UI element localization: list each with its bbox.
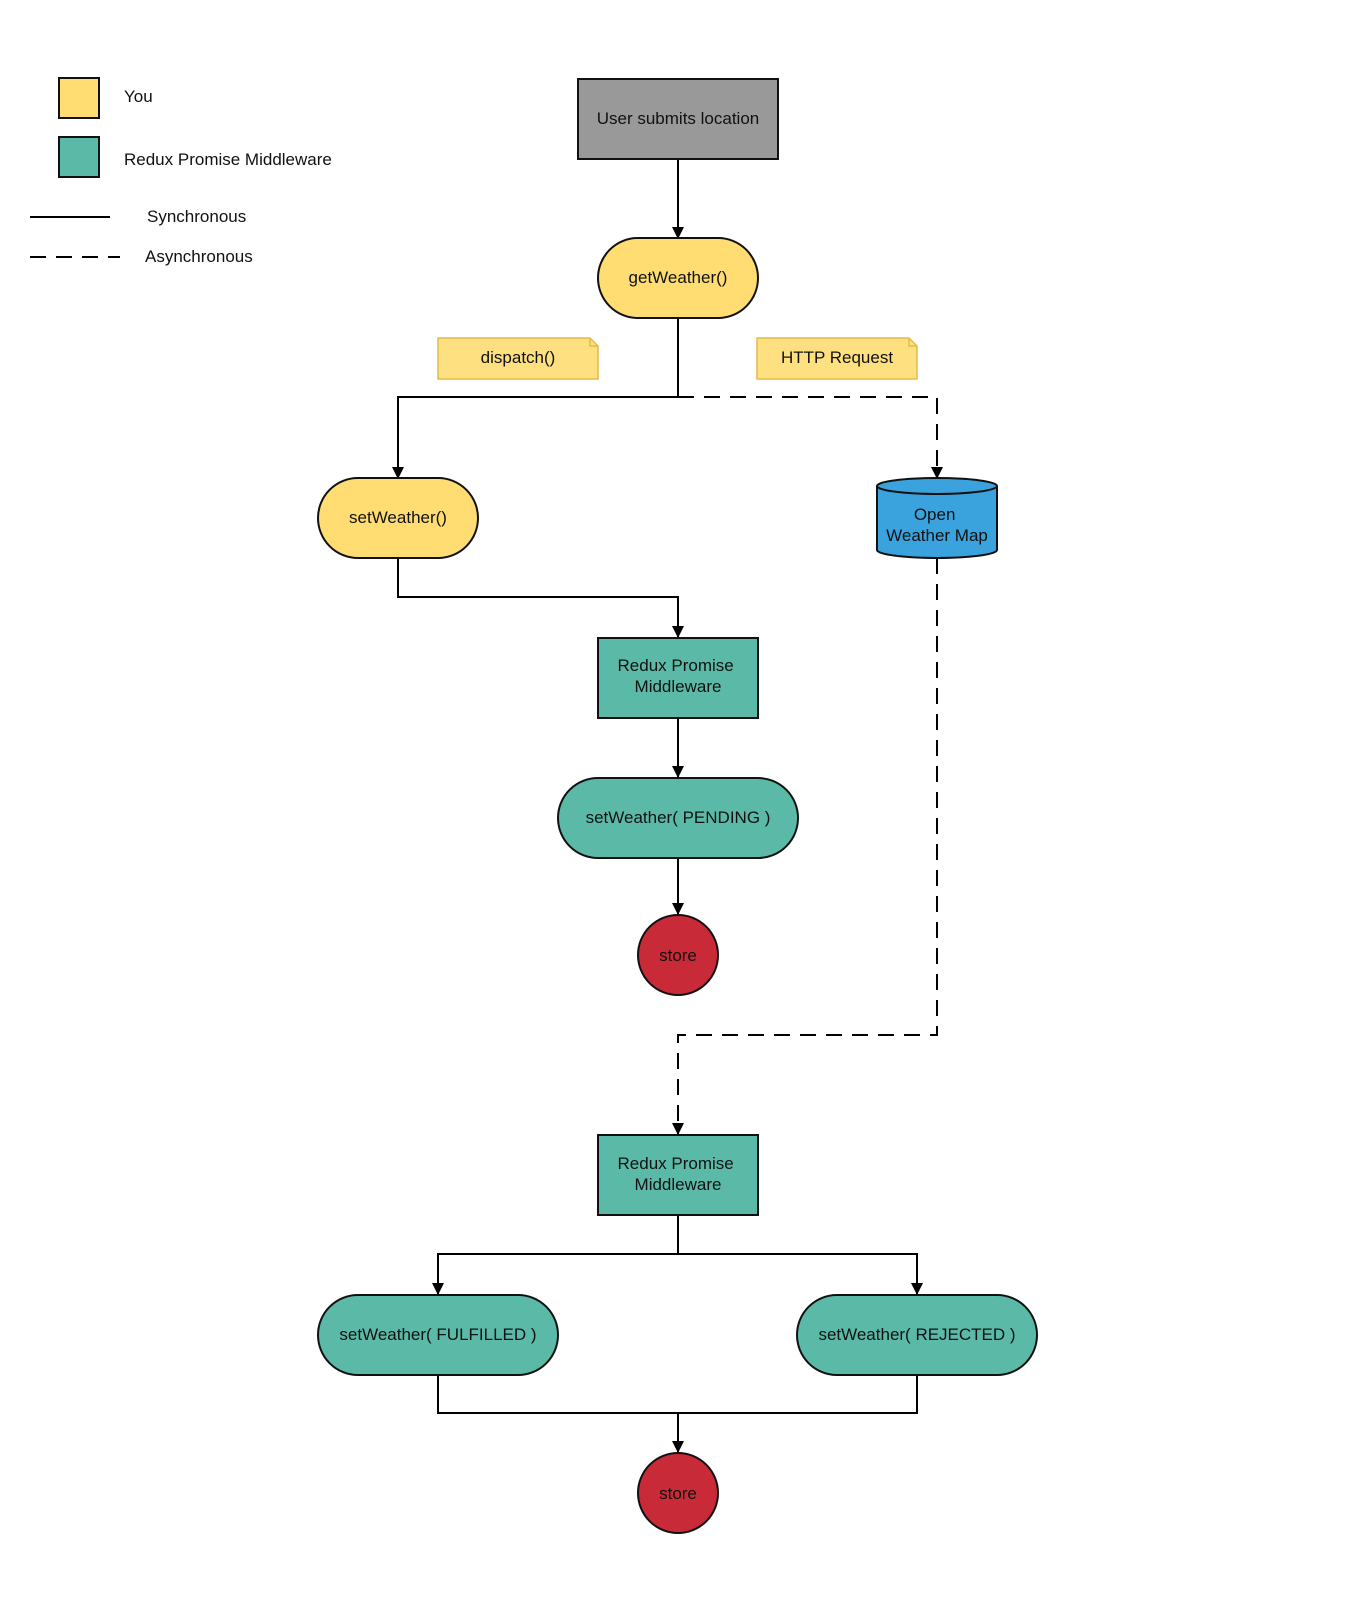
node-user-submits-location: User submits location [577,78,779,160]
node-store-2-label: store [659,1484,697,1503]
legend-middleware-label: Redux Promise Middleware [124,150,332,169]
edge-middleware-2-to-rejected [678,1253,923,1295]
legend-middleware-swatch [58,136,100,178]
node-setweather-rejected-label: setWeather( REJECTED ) [818,1325,1015,1344]
node-open-weather-map-label: Open Weather Map [886,505,988,545]
legend-async-label: Asynchronous [145,247,253,266]
node-getweather: getWeather() [597,237,759,319]
edge-rejected-to-store-2 [678,1374,918,1414]
note-dispatch-label: dispatch() [481,348,556,367]
node-open-weather-map: Open Weather Map [876,477,998,559]
node-setweather-pending: setWeather( PENDING ) [557,777,799,859]
edges [392,159,943,1453]
edge-fulfilled-to-store-2 [437,1374,684,1453]
note-http-request-label: HTTP Request [781,348,893,367]
node-setweather-label: setWeather() [349,508,447,527]
node-getweather-label: getWeather() [629,268,728,287]
node-setweather-pending-label: setWeather( PENDING ) [586,808,771,827]
note-http-request: HTTP Request [756,337,918,380]
node-middleware-2: Redux Promise Middleware [597,1134,759,1216]
node-setweather-fulfilled-label: setWeather( FULFILLED ) [339,1325,536,1344]
node-middleware-1-label: Redux Promise Middleware [618,656,739,696]
legend-sync-label: Synchronous [147,207,246,226]
node-user-submits-location-label: User submits location [597,109,760,128]
edge-middleware-2-to-fulfilled [432,1214,679,1295]
node-setweather-rejected: setWeather( REJECTED ) [796,1294,1038,1376]
note-dispatch: dispatch() [437,337,599,380]
edge-openweathermap-to-middleware-2 [672,558,938,1135]
node-setweather: setWeather() [317,477,479,559]
edge-getweather-to-setweather [392,318,679,479]
node-store-1-label: store [659,946,697,965]
edge-getweather-to-openweathermap [678,396,943,479]
node-middleware-2-label: Redux Promise Middleware [618,1154,739,1194]
legend: You Redux Promise Middleware Synchronous… [30,77,332,266]
node-store-2: store [637,1452,719,1534]
node-middleware-1: Redux Promise Middleware [597,637,759,719]
node-store-1: store [637,914,719,996]
legend-you-label: You [124,87,153,106]
edge-setweather-to-middleware-1 [397,558,684,638]
legend-you-swatch [58,77,100,119]
node-setweather-fulfilled: setWeather( FULFILLED ) [317,1294,559,1376]
